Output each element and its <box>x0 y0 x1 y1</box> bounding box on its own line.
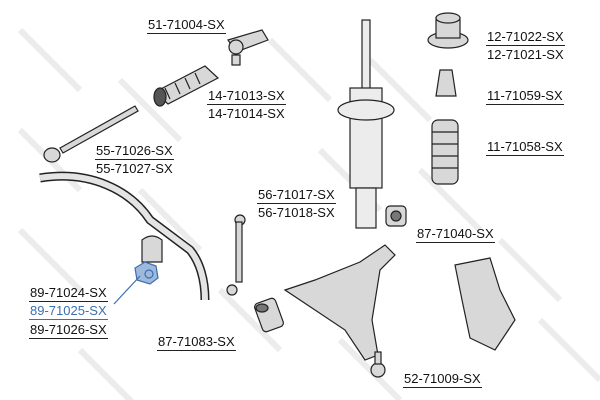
part-label-12-71021[interactable]: 12-71021-SX <box>487 47 564 62</box>
knuckle-part <box>454 257 516 351</box>
part-label-52-71009[interactable]: 52-71009-SX <box>403 371 482 388</box>
steering-boot-part <box>153 65 220 107</box>
strut-mount-part <box>427 12 469 49</box>
tie-rod-end-part <box>227 29 269 66</box>
part-label-87-71040[interactable]: 87-71040-SX <box>416 226 495 243</box>
strut-part <box>337 19 395 229</box>
watermark-mark <box>267 37 333 103</box>
stabilizer-link-part <box>226 214 246 296</box>
part-label-89-71025-selected[interactable]: 89-71025-SX <box>29 303 108 320</box>
watermark-mark <box>17 27 83 93</box>
watermark-mark <box>17 227 83 293</box>
part-label-14-71014[interactable]: 14-71014-SX <box>208 106 285 121</box>
part-label-56-71017[interactable]: 56-71017-SX <box>257 187 336 204</box>
part-label-55-71026[interactable]: 55-71026-SX <box>95 143 174 160</box>
ball-joint-part <box>370 351 386 378</box>
stabilizer-bushing-part <box>134 261 159 285</box>
watermark-mark <box>337 337 403 400</box>
part-label-11-71058[interactable]: 11-71058-SX <box>486 139 564 156</box>
watermark-mark <box>137 187 203 253</box>
watermark-mark <box>367 57 433 123</box>
arm-bushing-part <box>254 297 284 333</box>
part-label-56-71018[interactable]: 56-71018-SX <box>258 205 335 220</box>
watermark-mark <box>117 77 183 143</box>
part-label-12-71022[interactable]: 12-71022-SX <box>486 29 565 46</box>
lower-control-arm-part <box>283 244 396 361</box>
watermark-mark <box>217 287 283 353</box>
part-label-87-71083[interactable]: 87-71083-SX <box>157 334 236 351</box>
bump-stop-part <box>435 69 457 97</box>
watermark-mark <box>77 347 135 400</box>
watermark-mark <box>417 167 483 233</box>
watermark-mark <box>537 317 600 383</box>
part-label-51-71004[interactable]: 51-71004-SX <box>147 17 226 34</box>
bushing-bracket-part <box>141 235 163 263</box>
part-label-55-71027[interactable]: 55-71027-SX <box>96 161 173 176</box>
part-label-11-71059[interactable]: 11-71059-SX <box>486 88 564 105</box>
part-label-89-71024[interactable]: 89-71024-SX <box>29 285 108 302</box>
watermark-mark <box>497 237 563 303</box>
part-label-89-71026[interactable]: 89-71026-SX <box>29 322 108 339</box>
inner-tie-rod-part <box>43 105 139 163</box>
part-label-14-71013[interactable]: 14-71013-SX <box>207 88 286 105</box>
control-arm-bushing-part <box>385 205 407 227</box>
dust-boot-part <box>431 119 459 185</box>
